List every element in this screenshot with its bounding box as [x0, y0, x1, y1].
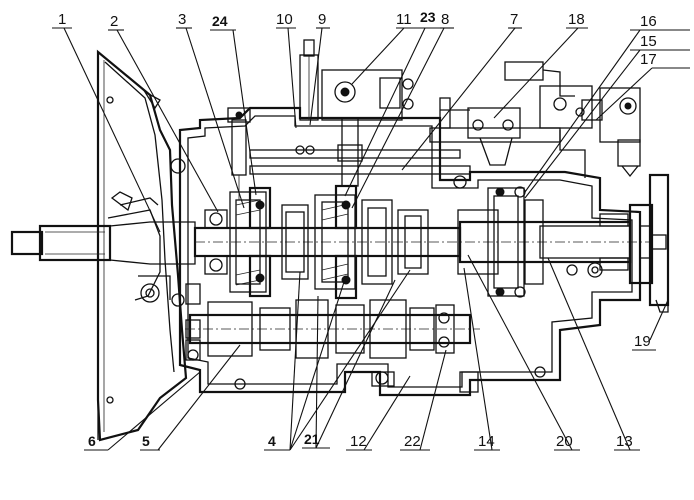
gearbox-housing [178, 106, 642, 397]
callout-labels: 1 2 3 24 10 9 11 23 8 7 18 16 15 17 19 6… [58, 9, 657, 450]
callout-4: 4 [268, 433, 276, 449]
main-shaft [193, 173, 670, 313]
callout-12: 12 [350, 433, 367, 450]
callout-14: 14 [478, 433, 495, 450]
callout-22: 22 [404, 433, 421, 450]
callout-11: 11 [396, 11, 412, 28]
callout-17: 17 [640, 51, 657, 68]
clutch-housing [96, 49, 188, 442]
callout-23: 23 [420, 9, 436, 25]
callout-5: 5 [142, 433, 150, 449]
counter-shaft [185, 299, 480, 393]
callout-7: 7 [510, 11, 518, 28]
callout-15: 15 [640, 33, 657, 50]
callout-9: 9 [318, 11, 326, 28]
callout-10: 10 [276, 11, 293, 28]
callout-18: 18 [568, 11, 585, 28]
leader-lines [52, 27, 690, 451]
callout-16: 16 [640, 13, 657, 30]
callout-19: 19 [634, 333, 651, 350]
callout-1: 1 [58, 11, 66, 28]
rear-shift-actuator [440, 61, 641, 178]
main-shaft-gears [204, 184, 629, 300]
callout-20: 20 [556, 433, 573, 450]
callout-3: 3 [178, 11, 186, 28]
callout-2: 2 [110, 13, 118, 30]
callout-8: 8 [441, 11, 449, 28]
input-shaft [10, 197, 196, 303]
callout-24: 24 [212, 13, 228, 29]
callout-13: 13 [616, 433, 633, 450]
callout-21: 21 [304, 431, 320, 447]
callout-6: 6 [88, 433, 96, 449]
